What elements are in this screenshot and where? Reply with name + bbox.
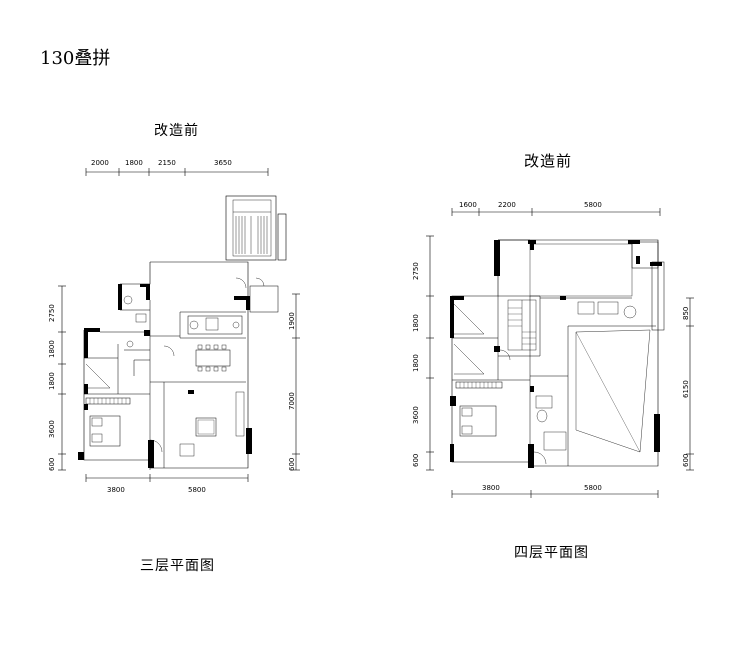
floor4-before-label: 改造前 bbox=[524, 152, 573, 170]
floor3-left-dim: 1800 bbox=[48, 372, 56, 390]
floor3-left-dim: 600 bbox=[48, 458, 56, 471]
floor4-top-dim: 5800 bbox=[584, 201, 602, 209]
floor4-name: 四层平面图 bbox=[514, 545, 589, 561]
floor3-left-dim: 2750 bbox=[48, 304, 56, 322]
floor4-bottom-dim: 5800 bbox=[584, 484, 602, 492]
floor4-plan bbox=[426, 208, 694, 498]
floor3-right-dim: 600 bbox=[288, 458, 296, 471]
floor3-top-dim: 1800 bbox=[125, 159, 143, 167]
floor4-left-dim: 2750 bbox=[412, 262, 420, 280]
floor3-right-dim: 1900 bbox=[288, 312, 296, 330]
floor3-bottom-dim: 3800 bbox=[107, 486, 125, 494]
floor3-before-label: 改造前 bbox=[154, 123, 199, 139]
floor4-left-dim: 1800 bbox=[412, 354, 420, 372]
floor4-right-dim: 6150 bbox=[682, 380, 690, 398]
floor4-left-dim: 600 bbox=[412, 454, 420, 467]
floor4-top-dim: 2200 bbox=[498, 201, 516, 209]
floor3-plan bbox=[58, 168, 300, 482]
floor4-bottom-dim: 3800 bbox=[482, 484, 500, 492]
floor3-name: 三层平面图 bbox=[140, 558, 215, 574]
floor4-right-dim: 850 bbox=[682, 307, 690, 320]
floor3-bottom-dim: 5800 bbox=[188, 486, 206, 494]
floor4-right-dim: 600 bbox=[682, 454, 690, 467]
floor3-left-dim: 3600 bbox=[48, 420, 56, 438]
floor4-left-dim: 3600 bbox=[412, 406, 420, 424]
floor4-left-dim: 1800 bbox=[412, 314, 420, 332]
floor3-top-dim: 2000 bbox=[91, 159, 109, 167]
floor3-right-dim: 7000 bbox=[288, 392, 296, 410]
floor4-top-dim: 1600 bbox=[459, 201, 477, 209]
floor3-dimensions: 2000 1800 2150 3650 3800 5800 2750 1800 … bbox=[48, 159, 296, 494]
floor4-dimensions: 1600 2200 5800 3800 5800 2750 1800 1800 … bbox=[412, 201, 690, 492]
floor3-top-dim: 2150 bbox=[158, 159, 176, 167]
floor3-left-dim: 1800 bbox=[48, 340, 56, 358]
page-title: 130叠拼 bbox=[40, 48, 111, 69]
floor3-top-dim: 3650 bbox=[214, 159, 232, 167]
